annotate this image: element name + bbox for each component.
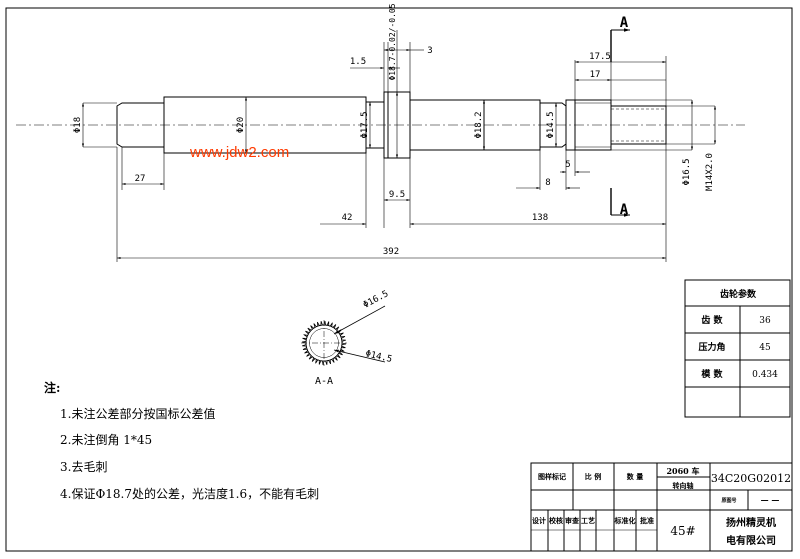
dim-27: 27 xyxy=(135,174,146,184)
dim-17: 17 xyxy=(590,70,601,80)
dim-138: 138 xyxy=(532,213,548,223)
tb-quantity: 数 量 xyxy=(627,472,643,481)
gear-pressure-label: 压力角 xyxy=(698,341,725,353)
tb-sig-review: 审查 xyxy=(565,516,580,525)
tb-sig-design: 设计 xyxy=(532,516,546,525)
note-item-1: 1.未注公差部分按国标公差值 xyxy=(60,406,215,421)
gear-params-texts: 齿轮参数 齿 数 36 压力角 45 模 数 0.434 xyxy=(698,288,778,380)
dim-thread: M14X2.0 xyxy=(705,153,715,191)
dim-392: 392 xyxy=(383,247,399,257)
note-item-2: 2.未注倒角 1*45 xyxy=(60,432,152,447)
drawing-border xyxy=(5,7,793,552)
tb-drawing-no: 34C20G02012 xyxy=(711,472,791,485)
section-mark-top: A xyxy=(620,15,629,31)
tb-material: 45# xyxy=(670,524,695,538)
dim-d18-2: Φ18.2 xyxy=(474,111,484,138)
tb-company-line1: 扬州精灵机 xyxy=(726,516,776,529)
title-block-texts: 图样标记 比 例 数 量 2060 车 转向轴 34C20G02012 原图号 … xyxy=(532,466,791,547)
section-label: A-A xyxy=(315,376,333,387)
tb-sig-approve: 批准 xyxy=(640,516,654,525)
tb-old-no-label: 原图号 xyxy=(721,497,736,504)
dim-1-5: 1.5 xyxy=(350,57,366,67)
gear-params-table xyxy=(684,279,791,418)
dim-42: 42 xyxy=(342,213,353,223)
watermark: www.jdw2.com xyxy=(189,144,289,161)
title-block xyxy=(530,462,793,552)
dim-d14-5: Φ14.5 xyxy=(546,111,556,138)
section-mark-bottom: A xyxy=(620,202,629,218)
gear-module-value: 0.434 xyxy=(752,370,778,380)
gear-teeth-label: 齿 数 xyxy=(701,314,723,326)
note-item-3: 3.去毛刺 xyxy=(60,460,107,474)
shaft-main-view xyxy=(16,91,745,159)
dim-9-5: 9.5 xyxy=(389,190,405,200)
notes: 注: 1.未注公差部分按国标公差值 2.未注倒角 1*45 3.去毛刺 4.保证… xyxy=(44,380,319,501)
section-view xyxy=(301,305,386,366)
section-texts: Φ16.5 Φ14.5 A-A xyxy=(315,289,393,387)
dim-d20: Φ20 xyxy=(236,117,246,133)
dim-17-5: 17.5 xyxy=(589,52,611,62)
tb-product: 2060 车 xyxy=(666,466,699,476)
section-inner-d: Φ14.5 xyxy=(364,349,393,365)
tb-part-name: 转向轴 xyxy=(673,481,694,490)
tb-sig-check: 校核 xyxy=(549,516,563,525)
tb-drawing-mark: 图样标记 xyxy=(538,472,566,481)
dim-5: 5 xyxy=(565,160,570,170)
notes-heading: 注: xyxy=(44,380,60,395)
dim-8: 8 xyxy=(545,178,550,188)
gear-pressure-value: 45 xyxy=(759,343,771,353)
gear-teeth-value: 36 xyxy=(759,316,771,326)
dimension-lines xyxy=(81,28,717,262)
tb-sig-standard: 标准化 xyxy=(614,516,636,525)
tb-sig-process: 工艺 xyxy=(581,516,595,525)
dim-d18: Φ18 xyxy=(73,117,83,133)
dim-d18-7: Φ18.7-0.02/-0.05 xyxy=(388,3,397,80)
note-item-4: 4.保证Φ18.7处的公差，光洁度1.6，不能有毛刺 xyxy=(60,486,319,501)
dim-d16-5: Φ16.5 xyxy=(682,158,692,185)
tb-scale: 比 例 xyxy=(585,472,601,481)
tb-old-no: — — xyxy=(761,495,780,505)
dim-d17-5: Φ17.5 xyxy=(360,111,370,138)
section-outer-d: Φ16.5 xyxy=(362,289,391,311)
dimension-texts: Φ18 Φ20 Φ17.5 Φ18.7-0.02/-0.05 Φ18.2 Φ14… xyxy=(73,3,715,257)
gear-params-title: 齿轮参数 xyxy=(720,288,757,300)
dim-3: 3 xyxy=(427,46,432,56)
tb-company-line2: 电有限公司 xyxy=(726,534,776,547)
gear-module-label: 模 数 xyxy=(701,368,723,380)
